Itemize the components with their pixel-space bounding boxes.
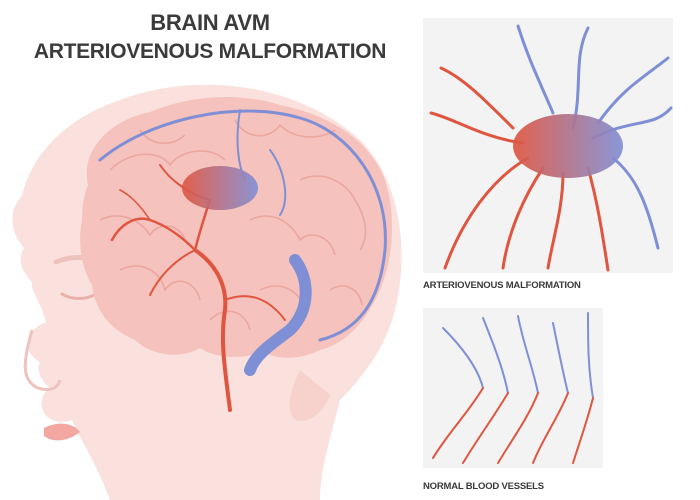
nose	[23, 329, 62, 392]
avm-panel-label: ARTERIOVENOUS MALFORMATION	[423, 280, 581, 291]
lips	[44, 423, 80, 441]
avm-nidus	[182, 166, 258, 210]
ear	[289, 370, 330, 421]
eye	[60, 292, 98, 300]
normal-panel-veins	[442, 312, 594, 399]
head-veins	[98, 109, 387, 376]
normal-panel-arteries	[432, 387, 594, 464]
title-line-2: ARTERIOVENOUS MALFORMATION	[33, 40, 387, 63]
brain	[80, 96, 393, 358]
title-line-1: BRAIN AVM	[150, 10, 270, 35]
head-illustration	[12, 84, 402, 500]
normal-panel-label: NORMAL BLOOD VESSELS	[423, 481, 544, 492]
brain-folds	[99, 119, 367, 331]
normal-panel	[423, 308, 603, 468]
avm-panel-arteries	[429, 66, 610, 272]
avm-panel-nidus	[513, 114, 623, 178]
normal-panel-background	[423, 308, 603, 468]
avm-panel	[423, 18, 673, 273]
